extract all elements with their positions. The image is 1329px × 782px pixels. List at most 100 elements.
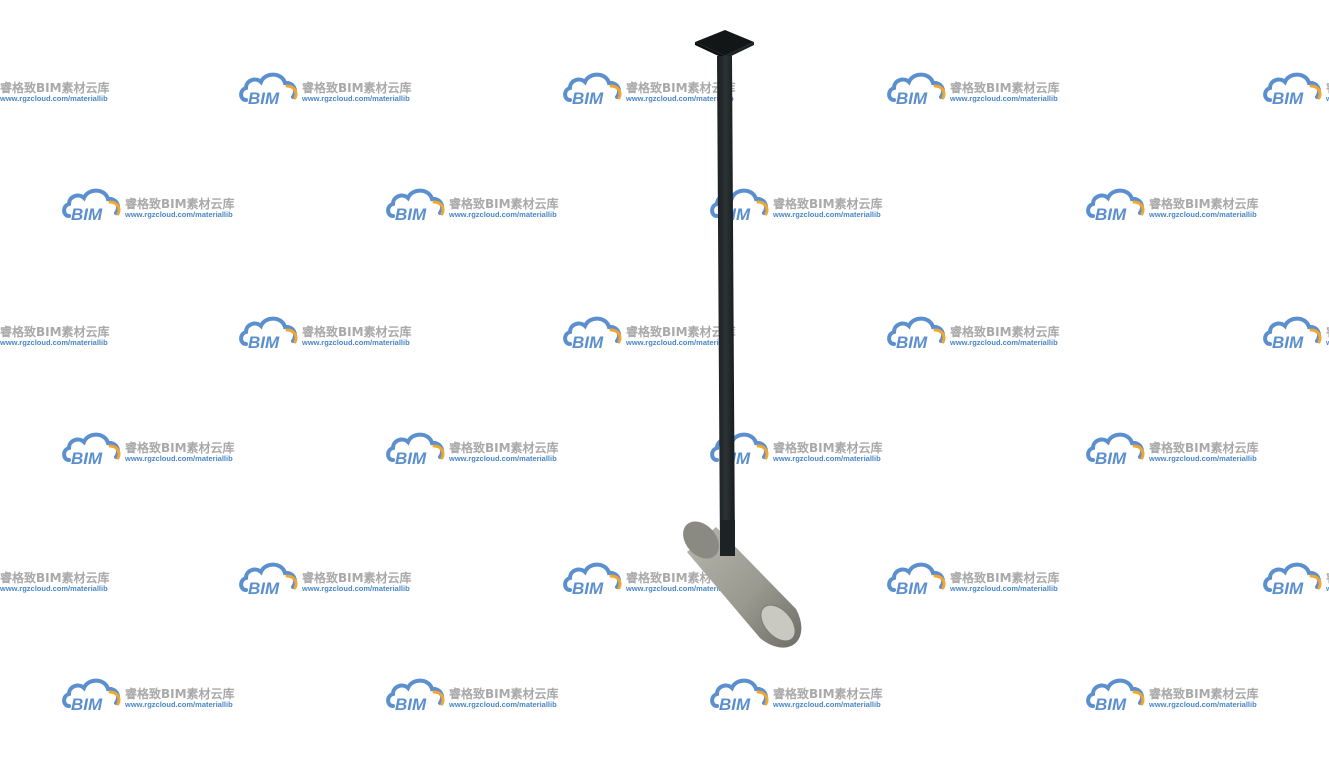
watermark-chinese-text: 睿格致BIM素材云库 xyxy=(950,325,1060,339)
watermark-url-text: www.rgzcloud.com/materiallib xyxy=(302,584,410,593)
cloud-logo-icon: BIM xyxy=(386,678,445,712)
watermark-url-text: www.rgzcloud.com/materiallib xyxy=(1149,454,1257,463)
watermark-chinese-text: 睿格致BIM素材云库 xyxy=(0,325,110,339)
cloud-logo-icon: BIM xyxy=(710,678,769,712)
cylinder-front-lens xyxy=(760,604,796,642)
logo-text: BIM xyxy=(395,695,427,712)
watermark-chinese-text: 睿格致BIM素材云库 xyxy=(626,81,736,95)
watermark-url-text: www.rgzcloud.com/materiallib xyxy=(302,94,410,103)
watermark-url-text: www.rgzcloud.com/materiallib xyxy=(125,454,233,463)
logo-text: BIM xyxy=(896,89,928,106)
watermark-chinese-text: 睿格致BIM素材云库 xyxy=(0,571,110,585)
logo-text: BIM xyxy=(71,449,103,466)
cloud-logo-icon: BIM xyxy=(563,72,622,106)
cloud-logo-icon: BIM xyxy=(1263,562,1322,596)
logo-text: BIM xyxy=(248,579,280,596)
logo-text: BIM xyxy=(1095,449,1127,466)
watermark-logo: BIM睿格致BIM素材云库www.rgzcloud.com/materialli… xyxy=(1262,70,1329,106)
watermark-url-text: www.rgzcloud.com/materiallib xyxy=(125,210,233,219)
watermark-chinese-text: 睿格致BIM素材云库 xyxy=(950,81,1060,95)
watermark-chinese-text: 睿格致BIM素材云库 xyxy=(1149,687,1259,701)
watermark-chinese-text: 睿格致BIM素材云库 xyxy=(449,687,559,701)
watermark-url-text: www.rgzcloud.com/materiallib xyxy=(1149,700,1257,709)
watermark-chinese-text: 睿格致BIM素材云库 xyxy=(1326,569,1329,586)
cloud-logo-icon: BIM xyxy=(887,72,946,106)
watermark-chinese-text: 睿格致BIM素材云库 xyxy=(449,197,559,211)
cylinder-back-cap xyxy=(683,521,719,559)
watermark-logo: BIM睿格致BIM素材云库www.rgzcloud.com/materialli… xyxy=(1262,314,1329,350)
watermark-url-text: www.rgzcloud.com/materiallib xyxy=(0,94,108,103)
watermark-chinese-text: 睿格致BIM素材云库 xyxy=(302,81,412,95)
cloud-logo-icon: BIM xyxy=(239,562,298,596)
watermark-url-text: www.rgzcloud.com/materiallib xyxy=(1326,584,1329,593)
suspension-rod xyxy=(717,56,735,556)
watermark-url-text: www.rgzcloud.com/materiallib xyxy=(1326,338,1329,347)
logo-text: BIM xyxy=(71,205,103,222)
watermark-url-text: www.rgzcloud.com/materiallib xyxy=(950,94,1058,103)
logo-text: BIM xyxy=(719,695,751,712)
watermark-url-text: www.rgzcloud.com/materiallib xyxy=(302,338,410,347)
watermark-logo: BIM睿格致BIM素材云库www.rgzcloud.com/materialli… xyxy=(0,70,126,106)
cloud-logo-icon: BIM xyxy=(62,188,121,222)
cloud-logo-icon: BIM xyxy=(386,188,445,222)
watermark-url-text: www.rgzcloud.com/materiallib xyxy=(1149,210,1257,219)
cloud-logo-icon: BIM xyxy=(1086,678,1145,712)
cloud-logo-icon: BIM xyxy=(1086,188,1145,222)
logo-text: BIM xyxy=(1272,89,1304,106)
canopy-side xyxy=(695,42,725,59)
watermark-chinese-text: 睿格致BIM素材云库 xyxy=(302,571,412,585)
watermark-url-text: www.rgzcloud.com/materiallib xyxy=(626,584,734,593)
watermark-url-text: www.rgzcloud.com/materiallib xyxy=(449,700,557,709)
watermark-url-text: www.rgzcloud.com/materiallib xyxy=(773,700,881,709)
logo-text: BIM xyxy=(248,333,280,350)
cloud-logo-icon: BIM xyxy=(887,316,946,350)
logo-text: BIM xyxy=(395,449,427,466)
watermark-url-text: www.rgzcloud.com/materiallib xyxy=(449,454,557,463)
watermark-url-text: www.rgzcloud.com/materiallib xyxy=(0,584,108,593)
logo-text: BIM xyxy=(1095,205,1127,222)
watermark-url-text: www.rgzcloud.com/materiallib xyxy=(0,338,108,347)
watermark-chinese-text: 睿格致BIM素材云库 xyxy=(773,687,883,701)
watermark-chinese-text: 睿格致BIM素材云库 xyxy=(449,441,559,455)
watermark-chinese-text: 睿格致BIM素材云库 xyxy=(950,571,1060,585)
cloud-logo-icon: BIM xyxy=(62,432,121,466)
watermark-chinese-text: 睿格致BIM素材云库 xyxy=(1149,441,1259,455)
watermark-url-text: www.rgzcloud.com/materiallib xyxy=(449,210,557,219)
cloud-logo-icon: BIM xyxy=(239,72,298,106)
logo-text: BIM xyxy=(1272,579,1304,596)
watermark-chinese-text: 睿格致BIM素材云库 xyxy=(773,197,883,211)
cloud-logo-icon: BIM xyxy=(1263,316,1322,350)
cloud-logo-icon: BIM xyxy=(239,316,298,350)
ceiling-canopy xyxy=(695,30,754,56)
watermark-url-text: www.rgzcloud.com/materiallib xyxy=(626,94,734,103)
watermark-url-text: www.rgzcloud.com/materiallib xyxy=(773,210,881,219)
watermark-url-text: www.rgzcloud.com/materiallib xyxy=(773,454,881,463)
logo-text: BIM xyxy=(572,333,604,350)
watermark-logo: BIM 睿格致BIM素材云库www.rgzcloud.com/materialli… xyxy=(1262,560,1329,596)
logo-text: BIM xyxy=(71,695,103,712)
logo-text: BIM xyxy=(572,89,604,106)
cloud-logo-icon: BIM xyxy=(1086,432,1145,466)
watermark-url-text: www.rgzcloud.com/materiallib xyxy=(626,338,734,347)
watermark-logo: BIM睿格致BIM素材云库www.rgzcloud.com/materialli… xyxy=(0,560,126,596)
watermark-logo: BIM睿格致BIM素材云库www.rgzcloud.com/materialli… xyxy=(0,314,126,350)
logo-text: BIM xyxy=(896,333,928,350)
